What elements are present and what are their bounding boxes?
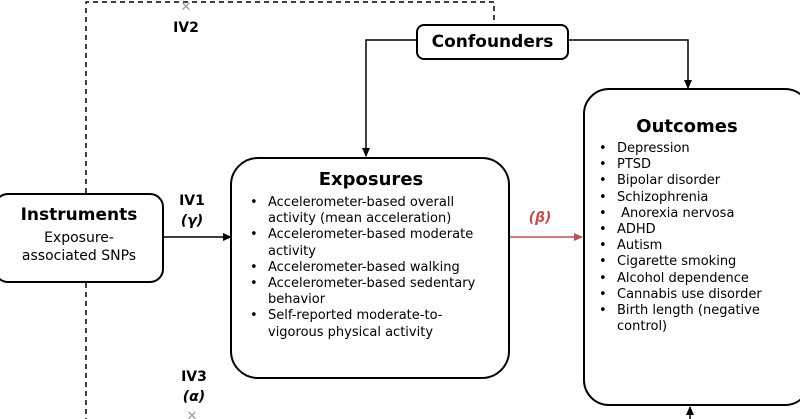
exposure-item: Accelerometer-based overall activity (me… bbox=[246, 195, 496, 227]
instruments-subtitle: Exposure-associated SNPs bbox=[21, 230, 137, 264]
outcomes-list: Depression PTSD Bipolar disorder Schizop… bbox=[595, 141, 800, 335]
outcome-item: Bipolar disorder bbox=[595, 173, 800, 189]
iv1-text: IV1 bbox=[179, 193, 205, 209]
iv3-symbol: (α) bbox=[182, 389, 206, 405]
iv2-dashed-line bbox=[85, 1, 495, 193]
exposure-item: Accelerometer-based walking bbox=[246, 260, 496, 276]
iv3-blocked-mark: ✕ bbox=[187, 409, 198, 419]
iv1-label: IV1 (γ) bbox=[172, 191, 212, 231]
iv3-label: IV3 (α) bbox=[174, 367, 214, 407]
outcome-item: PTSD bbox=[595, 157, 800, 173]
outcome-item: Cannabis use disorder bbox=[595, 287, 800, 303]
outcome-item: Schizophrenia bbox=[595, 190, 800, 206]
instruments-title: Instruments bbox=[20, 205, 138, 225]
outcome-item: Depression bbox=[595, 141, 800, 157]
exposures-box: Exposures Accelerometer-based overall ac… bbox=[230, 157, 510, 379]
confounder-exposure-arrow bbox=[362, 39, 416, 157]
outcome-item: Birth length (negative control) bbox=[595, 303, 777, 335]
iv2-label: IV2 bbox=[173, 20, 199, 36]
exposures-title: Exposures bbox=[318, 169, 424, 190]
exposure-item: Accelerometer-based sedentary behavior bbox=[246, 276, 496, 308]
iv1-symbol: (γ) bbox=[180, 213, 204, 229]
exposure-item: Self-reported moderate-to-vigorous physi… bbox=[246, 308, 496, 340]
confounders-box: Confounders bbox=[416, 24, 569, 60]
outcome-item: Cigarette smoking bbox=[595, 254, 800, 270]
instruments-box: Instruments Exposure-associated SNPs bbox=[0, 193, 164, 283]
exposures-list: Accelerometer-based overall activity (me… bbox=[246, 195, 496, 341]
confounder-outcome-arrow bbox=[569, 39, 692, 89]
exposure-item: Accelerometer-based moderate activity bbox=[246, 227, 496, 259]
outcome-item: ADHD bbox=[595, 222, 800, 238]
outcome-item: Autism bbox=[595, 238, 800, 254]
outcome-item: Alcohol dependence bbox=[595, 271, 800, 287]
iv3-text: IV3 bbox=[181, 369, 207, 385]
outcomes-title: Outcomes bbox=[636, 116, 738, 137]
outcome-item: Anorexia nervosa bbox=[595, 206, 800, 222]
outcomes-box: Outcomes Depression PTSD Bipolar disorde… bbox=[583, 88, 800, 406]
iv2-blocked-mark: ✕ bbox=[181, 0, 192, 15]
beta-label: (β) bbox=[528, 210, 552, 226]
